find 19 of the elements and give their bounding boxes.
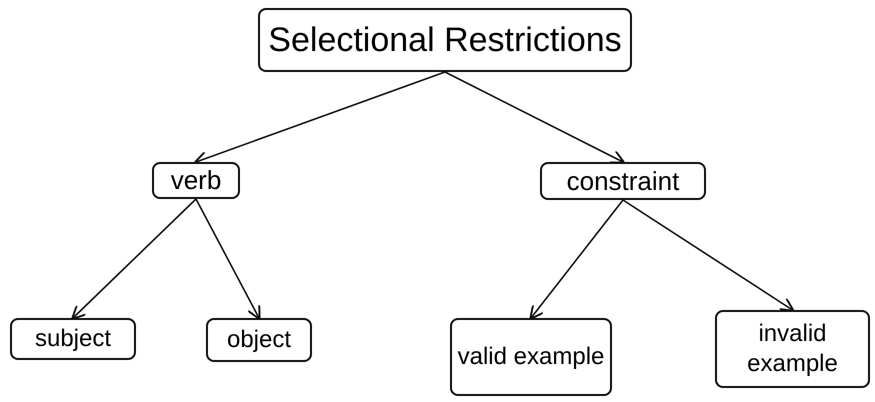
arrow: [622, 199, 795, 312]
rounded-box: [450, 318, 612, 396]
arrow: [529, 200, 624, 320]
arrow: [195, 198, 261, 320]
rounded-box: [715, 310, 870, 388]
node-label: verb: [170, 164, 222, 197]
node-label: constraint: [566, 164, 680, 198]
rounded-box: [206, 318, 312, 362]
node-label: invalid example: [746, 319, 839, 379]
rounded-box: [10, 318, 136, 360]
rounded-box: [258, 8, 632, 72]
node-label: subject: [34, 324, 112, 354]
node-label: object: [226, 325, 292, 355]
node-label: valid example: [458, 342, 604, 372]
arrow: [444, 71, 626, 164]
node-label: Selectional Restrictions: [268, 20, 622, 61]
rounded-box: [152, 162, 240, 199]
arrow: [71, 198, 197, 320]
rounded-box: [540, 162, 706, 200]
